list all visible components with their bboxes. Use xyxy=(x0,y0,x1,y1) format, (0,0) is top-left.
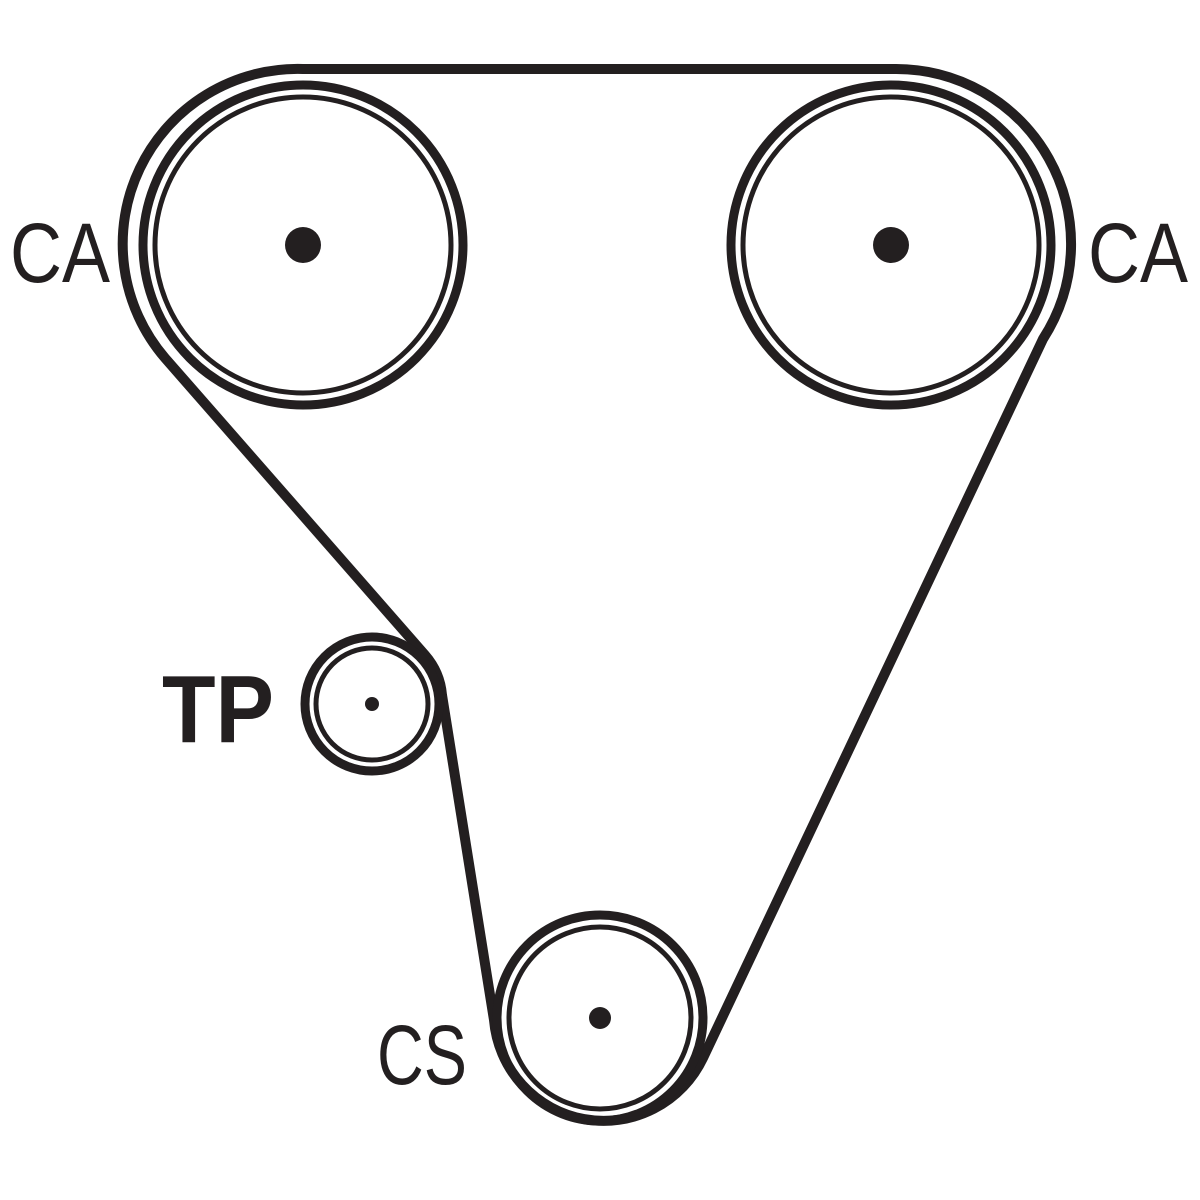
cam-pulley-right-hub xyxy=(873,227,909,263)
tensioner-pulley xyxy=(300,632,444,776)
crankshaft-label: CS xyxy=(377,1008,467,1102)
timing-belt xyxy=(117,63,1077,1126)
cam-pulley-left-hub xyxy=(285,227,321,263)
crankshaft-pulley xyxy=(492,910,708,1126)
cam-pulley-left xyxy=(138,80,468,410)
tensioner-pulley-hub xyxy=(365,697,379,711)
cam-right-label: CA xyxy=(1088,206,1188,300)
crankshaft-pulley-hub xyxy=(589,1007,611,1029)
tensioner-label: TP xyxy=(162,656,274,763)
cam-pulley-right xyxy=(726,80,1056,410)
cam-left-label: CA xyxy=(10,206,110,300)
